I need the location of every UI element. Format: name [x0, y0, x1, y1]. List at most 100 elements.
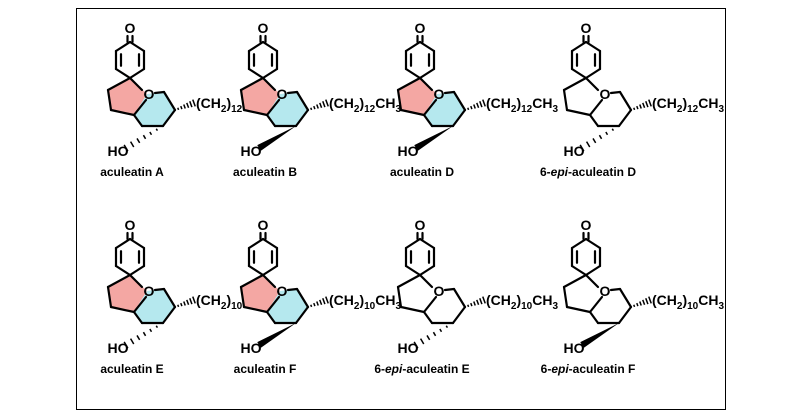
thf-bond-o [128, 273, 144, 289]
thf-bond-3 [242, 108, 269, 117]
side-chain-label: (CH2)10CH3 [486, 292, 558, 312]
thp-bond-o-c [153, 287, 166, 292]
side-chain-hashed-bond [310, 99, 329, 111]
thp-bond-o-c [153, 90, 166, 95]
bond-c1-c2 [404, 40, 422, 53]
carbonyl-oxygen: O [581, 217, 592, 233]
thp-bond-4 [265, 113, 277, 128]
thf-oxygen: O [600, 283, 611, 299]
bond-c6-c1 [584, 237, 602, 250]
bond-c1-c2 [404, 237, 422, 250]
hydroxyl-label: HO [398, 340, 419, 356]
hydroxyl-wedge-bond [580, 323, 619, 348]
thf-oxygen: O [144, 283, 155, 299]
bond-c1-c2 [247, 40, 265, 53]
thf-bond-o [128, 76, 144, 92]
thf-bond-o [261, 76, 277, 92]
side-chain-hashed-bond [467, 296, 486, 308]
bond-c4-c5 [261, 264, 279, 277]
thf-bond-2 [396, 88, 403, 112]
bond-c3-c4 [570, 67, 588, 80]
bond-c3-c4 [570, 264, 588, 277]
thp-bond-o-spiro [588, 295, 604, 314]
thp-bond-1 [618, 90, 633, 112]
thf-ring-highlight [398, 78, 437, 115]
bond-c3-c4 [247, 264, 265, 277]
thp-bond-1 [162, 287, 177, 309]
bond-c1-c2 [114, 40, 132, 53]
thf-bond-o [584, 76, 600, 92]
thf-bond-3 [242, 305, 269, 314]
hydroxyl-label: HO [564, 143, 585, 159]
thf-bond-1 [239, 76, 265, 92]
thp-bond-o-spiro [265, 98, 281, 117]
thf-oxygen: O [144, 86, 155, 102]
thp-bond-o-spiro [588, 98, 604, 117]
side-chain-label: (CH2)10CH3 [652, 292, 724, 312]
carbonyl-oxygen: O [125, 20, 136, 36]
bond-c3-c4 [247, 67, 265, 80]
bond-c6-c1 [128, 237, 146, 250]
thf-oxygen: O [600, 86, 611, 102]
compound-name: aculeatin E [100, 362, 163, 376]
compound-name: 6-epi-aculeatin E [374, 362, 469, 376]
thf-bond-2 [239, 88, 246, 112]
thf-oxygen: O [434, 86, 445, 102]
thp-bond-4 [588, 310, 600, 325]
thp-bond-o-spiro [422, 295, 438, 314]
bond-c6-c1 [584, 40, 602, 53]
thf-bond-2 [562, 88, 569, 112]
thf-bond-1 [239, 273, 265, 289]
thf-bond-2 [106, 285, 113, 309]
carbonyl-oxygen: O [415, 217, 426, 233]
bond-c6-c1 [128, 40, 146, 53]
hydroxyl-wedge-bond [257, 126, 296, 151]
thp-bond-1 [295, 90, 310, 112]
hydroxyl-wedge-bond [414, 126, 453, 151]
thf-oxygen: O [277, 86, 288, 102]
bond-c1-c2 [570, 237, 588, 250]
hydroxyl-label: HO [241, 340, 262, 356]
thf-bond-o [418, 76, 434, 92]
thp-bond-4 [132, 113, 144, 128]
thf-bond-3 [565, 305, 592, 314]
thf-bond-2 [106, 88, 113, 112]
bond-c4-c5 [128, 67, 146, 80]
thp-bond-2 [294, 305, 310, 325]
thf-bond-o [261, 273, 277, 289]
bond-c3-c4 [114, 264, 132, 277]
thp-bond-o-spiro [132, 295, 148, 314]
carbonyl-oxygen: O [415, 20, 426, 36]
thp-bond-o-c [286, 287, 299, 292]
bond-c1-c2 [247, 237, 265, 250]
thp-bond-o-c [609, 287, 622, 292]
bond-c1-c2 [570, 40, 588, 53]
hydroxyl-hashed-bond [123, 128, 159, 152]
thp-bond-o-spiro [265, 295, 281, 314]
thp-bond-o-c [443, 90, 456, 95]
bond-c4-c5 [418, 67, 436, 80]
thf-bond-2 [239, 285, 246, 309]
hydroxyl-wedge-bond [257, 323, 296, 348]
thf-bond-2 [396, 285, 403, 309]
carbonyl-oxygen: O [258, 217, 269, 233]
thf-bond-3 [109, 305, 136, 314]
thp-bond-o-c [286, 90, 299, 95]
carbonyl-oxygen: O [125, 217, 136, 233]
thp-bond-o-spiro [422, 98, 438, 117]
thp-bond-2 [451, 305, 467, 325]
bond-c1-c2 [114, 237, 132, 250]
thf-oxygen: O [434, 283, 445, 299]
bond-c6-c1 [261, 40, 279, 53]
compound-name: aculeatin F [234, 362, 297, 376]
compound-name: aculeatin A [100, 165, 164, 179]
thf-bond-1 [396, 273, 422, 289]
compound-name: aculeatin D [390, 165, 454, 179]
bond-c6-c1 [418, 237, 436, 250]
thp-bond-1 [618, 287, 633, 309]
bond-c4-c5 [584, 67, 602, 80]
